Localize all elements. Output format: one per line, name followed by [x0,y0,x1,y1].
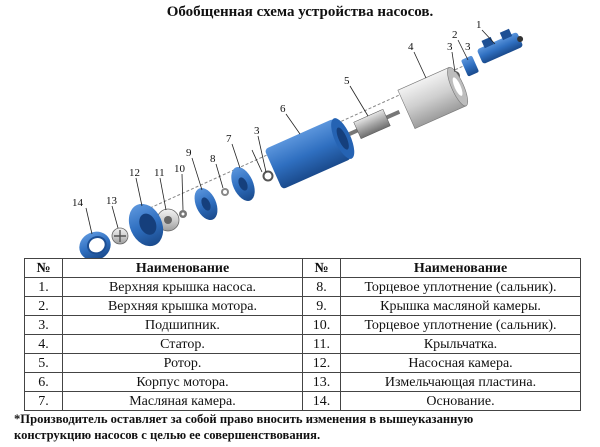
callout-1: 1 [476,19,482,31]
cell-num: 4. [24,334,63,354]
cell-name: Измельчающая пластина. [340,372,581,392]
header-name-right: Наименование [340,258,581,278]
part-oil-chamber [231,167,255,201]
part-base [79,231,111,258]
cell-name: Верхняя крышка насоса. [62,277,303,297]
part-pump-chamber [128,203,164,247]
cell-name: Статор. [62,334,303,354]
leader-8 [215,163,224,189]
cell-num: 11. [302,334,341,354]
callout-3-mid: 3 [254,125,260,137]
header-name-left: Наименование [62,258,303,278]
callout-2: 2 [452,29,458,41]
disclaimer-line-2: конструкцию насосов с целью ее совершенс… [14,428,321,442]
leader-1 [481,29,496,45]
disclaimer-note: *Производитель оставляет за собой право … [14,411,594,443]
part-motor-cover [461,55,479,77]
callout-8: 8 [210,153,216,165]
parts-table: № Наименование № Наименование 1. Верхняя… [24,258,581,411]
cell-num: 1. [24,277,63,297]
cell-num: 3. [24,315,63,335]
callout-9: 9 [186,147,192,159]
cell-name: Верхняя крышка мотора. [62,296,303,316]
disclaimer-line-1: *Производитель оставляет за собой право … [14,412,474,426]
leader-3b [257,135,267,173]
leader-9 [191,157,203,191]
leader-12 [135,177,143,207]
cell-name: Торцевое уплотнение (сальник). [340,315,581,335]
leader-5 [349,85,369,117]
part-top-cover [477,28,524,64]
cell-num: 6. [24,372,63,392]
table-row: 7. Масляная камера. 14. Основание. [24,391,581,411]
part-bearing-mid [262,170,274,182]
cell-name: Масляная камера. [62,391,303,411]
pump-exploded-diagram: 1 2 3 3 4 5 6 7 3 8 9 10 11 12 13 14 [72,19,524,258]
cell-name: Насосная камера. [340,353,581,373]
cell-num: 10. [302,315,341,335]
cell-name: Торцевое уплотнение (сальник). [340,277,581,297]
page-title: Обобщенная схема устройства насосов. [166,4,434,20]
callout-12: 12 [129,167,140,179]
callout-3-alt: 3 [465,41,471,53]
table-row: 6. Корпус мотора. 13. Измельчающая пласт… [24,372,581,392]
callout-5: 5 [344,75,350,87]
callout-10: 10 [174,163,186,175]
leader-6 [285,113,301,135]
cell-name: Ротор. [62,353,303,373]
callout-6: 6 [280,103,286,115]
cell-num: 7. [24,391,63,411]
table-row: 3. Подшипник. 10. Торцевое уплотнение (с… [24,315,581,335]
cell-num: 13. [302,372,341,392]
cell-name: Корпус мотора. [62,372,303,392]
header-num-left: № [24,258,63,278]
callout-4: 4 [408,41,414,53]
leader-11 [159,177,167,211]
table-row: 2. Верхняя крышка мотора. 9. Крышка масл… [24,296,581,316]
part-oil-chamber-cover [194,187,218,221]
part-motor-housing [265,118,355,189]
table-row: 5. Ротор. 12. Насосная камера. [24,353,581,373]
leader-3c [251,149,263,173]
cell-num: 14. [302,391,341,411]
callout-14: 14 [72,197,84,209]
part-cutter-plate [111,227,129,245]
leader-4 [413,51,427,79]
callout-13: 13 [106,195,118,207]
cell-num: 2. [24,296,63,316]
part-stator [397,66,469,129]
table-header-row: № Наименование № Наименование [24,258,581,278]
cell-num: 9. [302,296,341,316]
cell-name: Крыльчатка. [340,334,581,354]
cell-num: 5. [24,353,63,373]
cell-name: Крышка масляной камеры. [340,296,581,316]
cell-name: Подшипник. [62,315,303,335]
cell-num: 8. [302,277,341,297]
header-num-right: № [302,258,341,278]
leader-13 [111,205,119,229]
callout-3: 3 [447,41,453,53]
table-row: 1. Верхняя крышка насоса. 8. Торцевое уп… [24,277,581,297]
table-row: 4. Статор. 11. Крыльчатка. [24,334,581,354]
cell-name: Основание. [340,391,581,411]
leader-7 [231,143,241,169]
part-seal-upper [221,188,229,196]
leader-10 [181,173,184,211]
leader-2 [457,39,469,61]
leader-14 [85,207,93,235]
callout-7: 7 [226,133,232,145]
leader-3a [451,51,456,73]
part-seal-lower [179,210,187,218]
callout-11: 11 [154,167,165,179]
part-rotor [343,108,401,140]
cell-num: 12. [302,353,341,373]
